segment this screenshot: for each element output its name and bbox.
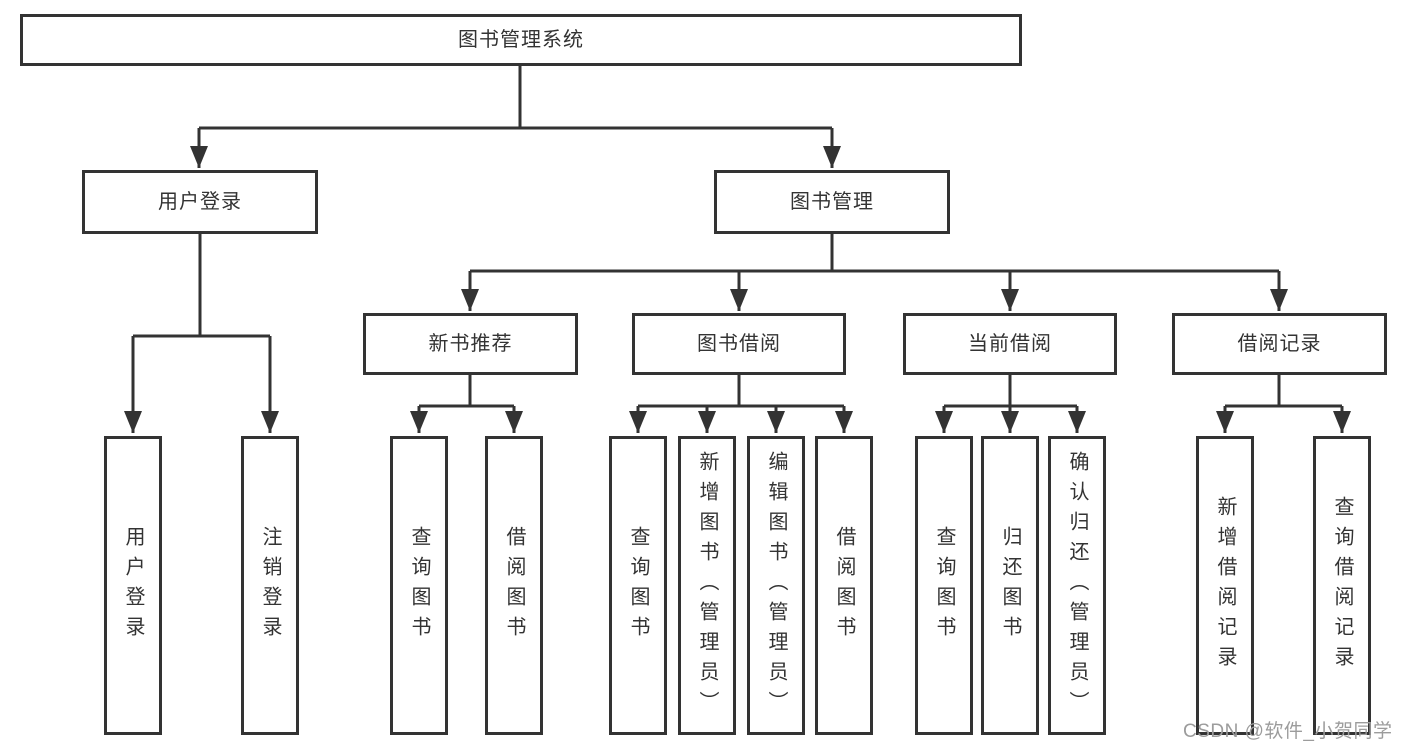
- connector-new-book-branch: [419, 375, 514, 408]
- node-current-borrowing: 当前借阅: [903, 313, 1117, 375]
- leaf-borrowing-borrow-books: 借阅图书: [815, 436, 873, 735]
- leaf-recommend-borrow-books: 借阅图书: [485, 436, 543, 735]
- leaf-records-add-record: 新增借阅记录: [1196, 436, 1254, 735]
- node-new-book-recommend: 新书推荐: [363, 313, 578, 375]
- connector-borrow-records-branch: [1225, 375, 1342, 408]
- node-user-login: 用户登录: [82, 170, 318, 234]
- connector-root-branch: [199, 66, 832, 130]
- leaf-current-query-books: 查询图书: [915, 436, 973, 735]
- leaf-current-return-books: 归还图书: [981, 436, 1039, 735]
- node-root: 图书管理系统: [20, 14, 1022, 66]
- node-book-borrowing: 图书借阅: [632, 313, 846, 375]
- leaf-logout: 注销登录: [241, 436, 299, 735]
- watermark: CSDN @软件_小贺同学: [1183, 721, 1393, 742]
- node-book-management: 图书管理: [714, 170, 950, 234]
- node-borrow-records: 借阅记录: [1172, 313, 1387, 375]
- connector-user-login-branch: [133, 234, 270, 338]
- connector-book-borrowing-branch: [638, 375, 844, 408]
- leaf-current-confirm-return-admin: 确认归还（管理员）: [1048, 436, 1106, 735]
- connector-book-management-branch: [470, 234, 1279, 273]
- connector-arrows: [124, 128, 1351, 433]
- leaf-borrowing-add-books-admin: 新增图书（管理员）: [678, 436, 736, 735]
- leaf-borrowing-query-books: 查询图书: [609, 436, 667, 735]
- leaf-records-query-record: 查询借阅记录: [1313, 436, 1371, 735]
- connector-current-borrowing-branch: [944, 375, 1077, 408]
- leaf-user-login: 用户登录: [104, 436, 162, 735]
- leaf-recommend-query-books: 查询图书: [390, 436, 448, 735]
- leaf-borrowing-edit-books-admin: 编辑图书（管理员）: [747, 436, 805, 735]
